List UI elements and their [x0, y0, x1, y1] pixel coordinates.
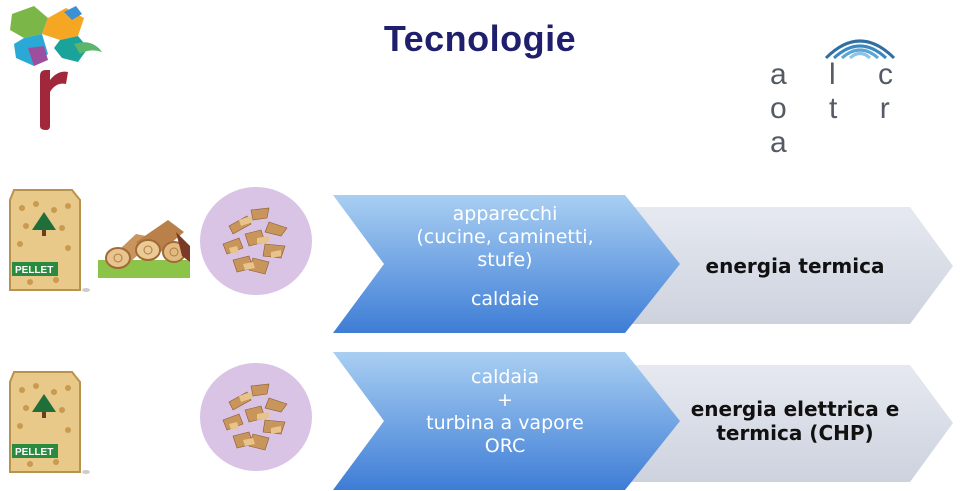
technology-line: + [497, 389, 513, 411]
wood-chips-icon [200, 187, 312, 295]
technology-line: caldaie [470, 288, 540, 310]
pellet-bag-icon: PELLET [9, 189, 90, 292]
technology-line: ORC [484, 435, 526, 457]
output-arrow-1 [600, 207, 953, 324]
regional-tree-logo-icon [10, 6, 102, 130]
output-text-2: energia elettrica e termica (CHP) [672, 397, 918, 445]
output-text-1: energia termica [680, 254, 910, 278]
pellet-label: PELLET [15, 447, 53, 458]
technology-arrow-2 [333, 352, 680, 490]
pellet-bag-icon: PELLET [9, 371, 90, 474]
technology-line: caldaia [471, 366, 539, 388]
output-arrow-2 [600, 365, 953, 482]
technology-line: turbina a vapore [426, 412, 584, 434]
firewood-logs-icon [98, 220, 190, 278]
output-line: termica (CHP) [716, 421, 874, 445]
technology-text-1: apparecchi (cucine, caminetti, stufe) ca… [380, 203, 630, 311]
technology-line: apparecchi [452, 203, 558, 225]
pellet-label: PELLET [15, 265, 53, 276]
output-line: energia termica [705, 254, 885, 278]
technology-text-2: caldaia + turbina a vapore ORC [380, 366, 630, 458]
page-title: Tecnologie [383, 18, 577, 59]
technology-line: (cucine, caminetti, [416, 226, 594, 248]
wood-chips-icon [200, 363, 312, 471]
technology-line: stufe) [477, 249, 533, 271]
output-line: energia elettrica e [690, 397, 900, 421]
alcotra-logo-icon [824, 39, 896, 60]
alcotra-wordmark: a l c o t r a [770, 58, 911, 159]
technology-arrow-1 [333, 195, 680, 333]
